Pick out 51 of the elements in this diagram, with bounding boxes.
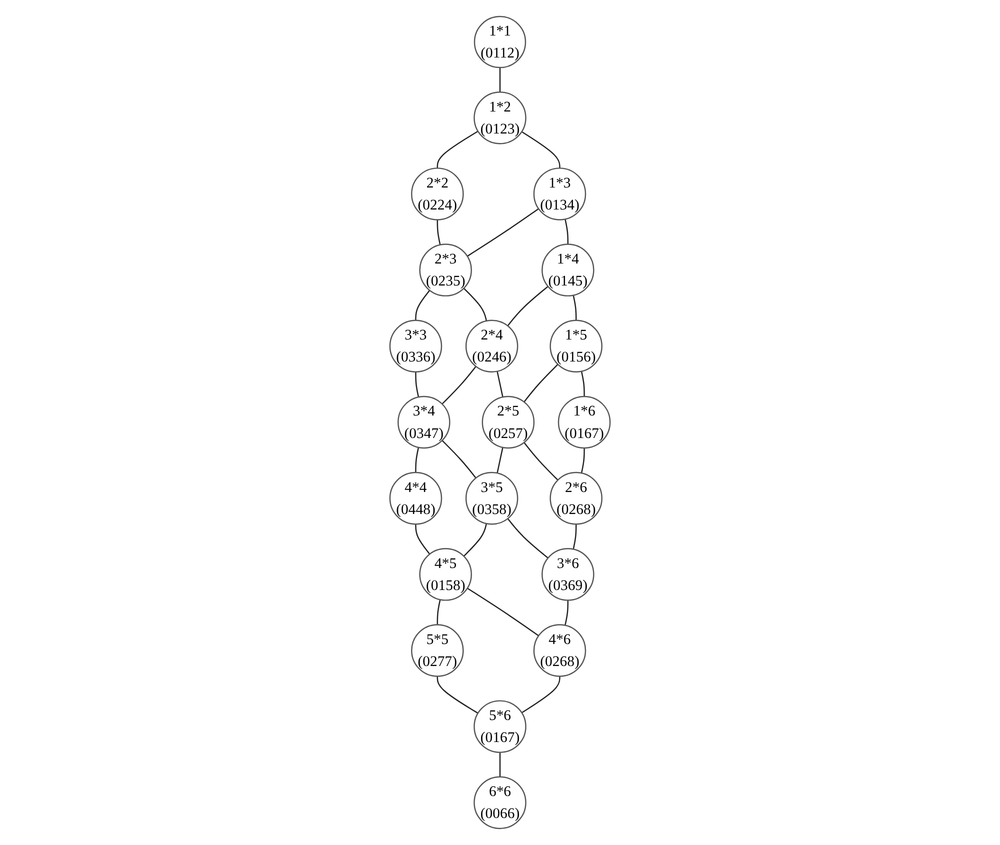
connector [442, 366, 476, 404]
node-circle: 6*6 (0066) [474, 776, 526, 830]
connector [436, 599, 441, 625]
connector [572, 524, 577, 550]
node-circle: 1*2 (0123) [474, 91, 526, 144]
node-circle: 1*1 (0112) [474, 16, 526, 68]
node-circle: 3*4 (0347) [398, 396, 450, 449]
connector [436, 220, 441, 245]
connector [415, 447, 420, 473]
node-circle: 2*6 (0268) [550, 472, 602, 525]
connector [415, 290, 430, 320]
node-circle: 1*5 (0156) [550, 320, 602, 373]
node-circle: 4*4 (0448) [389, 472, 442, 525]
node-circle: 3*3 (0336) [389, 320, 442, 373]
node-circle: 2*5 (0257) [482, 396, 535, 449]
node-circle: 2*2 (0224) [411, 168, 464, 220]
node-circle: 5*6 (0167) [474, 700, 526, 753]
node-circle: 1*3 (0134) [533, 168, 586, 220]
node-circle: 5*5 (0277) [411, 624, 464, 677]
connector [524, 442, 558, 481]
connector [507, 518, 548, 558]
connector [496, 447, 504, 474]
connector [436, 676, 478, 714]
connector [415, 372, 420, 398]
node-circle: 3*5 (0358) [465, 472, 518, 525]
connector [580, 371, 585, 396]
connector [463, 523, 487, 557]
connector [580, 448, 585, 474]
connector [521, 676, 560, 714]
connector [499, 752, 501, 777]
connector [467, 588, 539, 636]
connector [521, 131, 560, 168]
connector [463, 288, 487, 322]
node-circle: 3*6 (0369) [542, 548, 594, 601]
connector [507, 286, 548, 326]
connector [564, 600, 569, 626]
node-circle: 4*5 (0158) [419, 548, 472, 601]
node-circle: 4*6 (0268) [533, 624, 586, 677]
connector [564, 219, 569, 244]
node-circle: 1*4 (0145) [542, 244, 594, 296]
connector [415, 524, 430, 555]
connector [442, 440, 476, 478]
connector [499, 68, 501, 92]
connector [524, 364, 558, 402]
connector [496, 371, 504, 398]
connector [467, 208, 539, 257]
connector [436, 130, 478, 168]
node-circle: 2*3 (0235) [419, 244, 472, 296]
node-circle: 1*6 (0167) [558, 396, 611, 449]
node-circle: 2*4 (0246) [465, 320, 518, 373]
connector [572, 295, 577, 320]
